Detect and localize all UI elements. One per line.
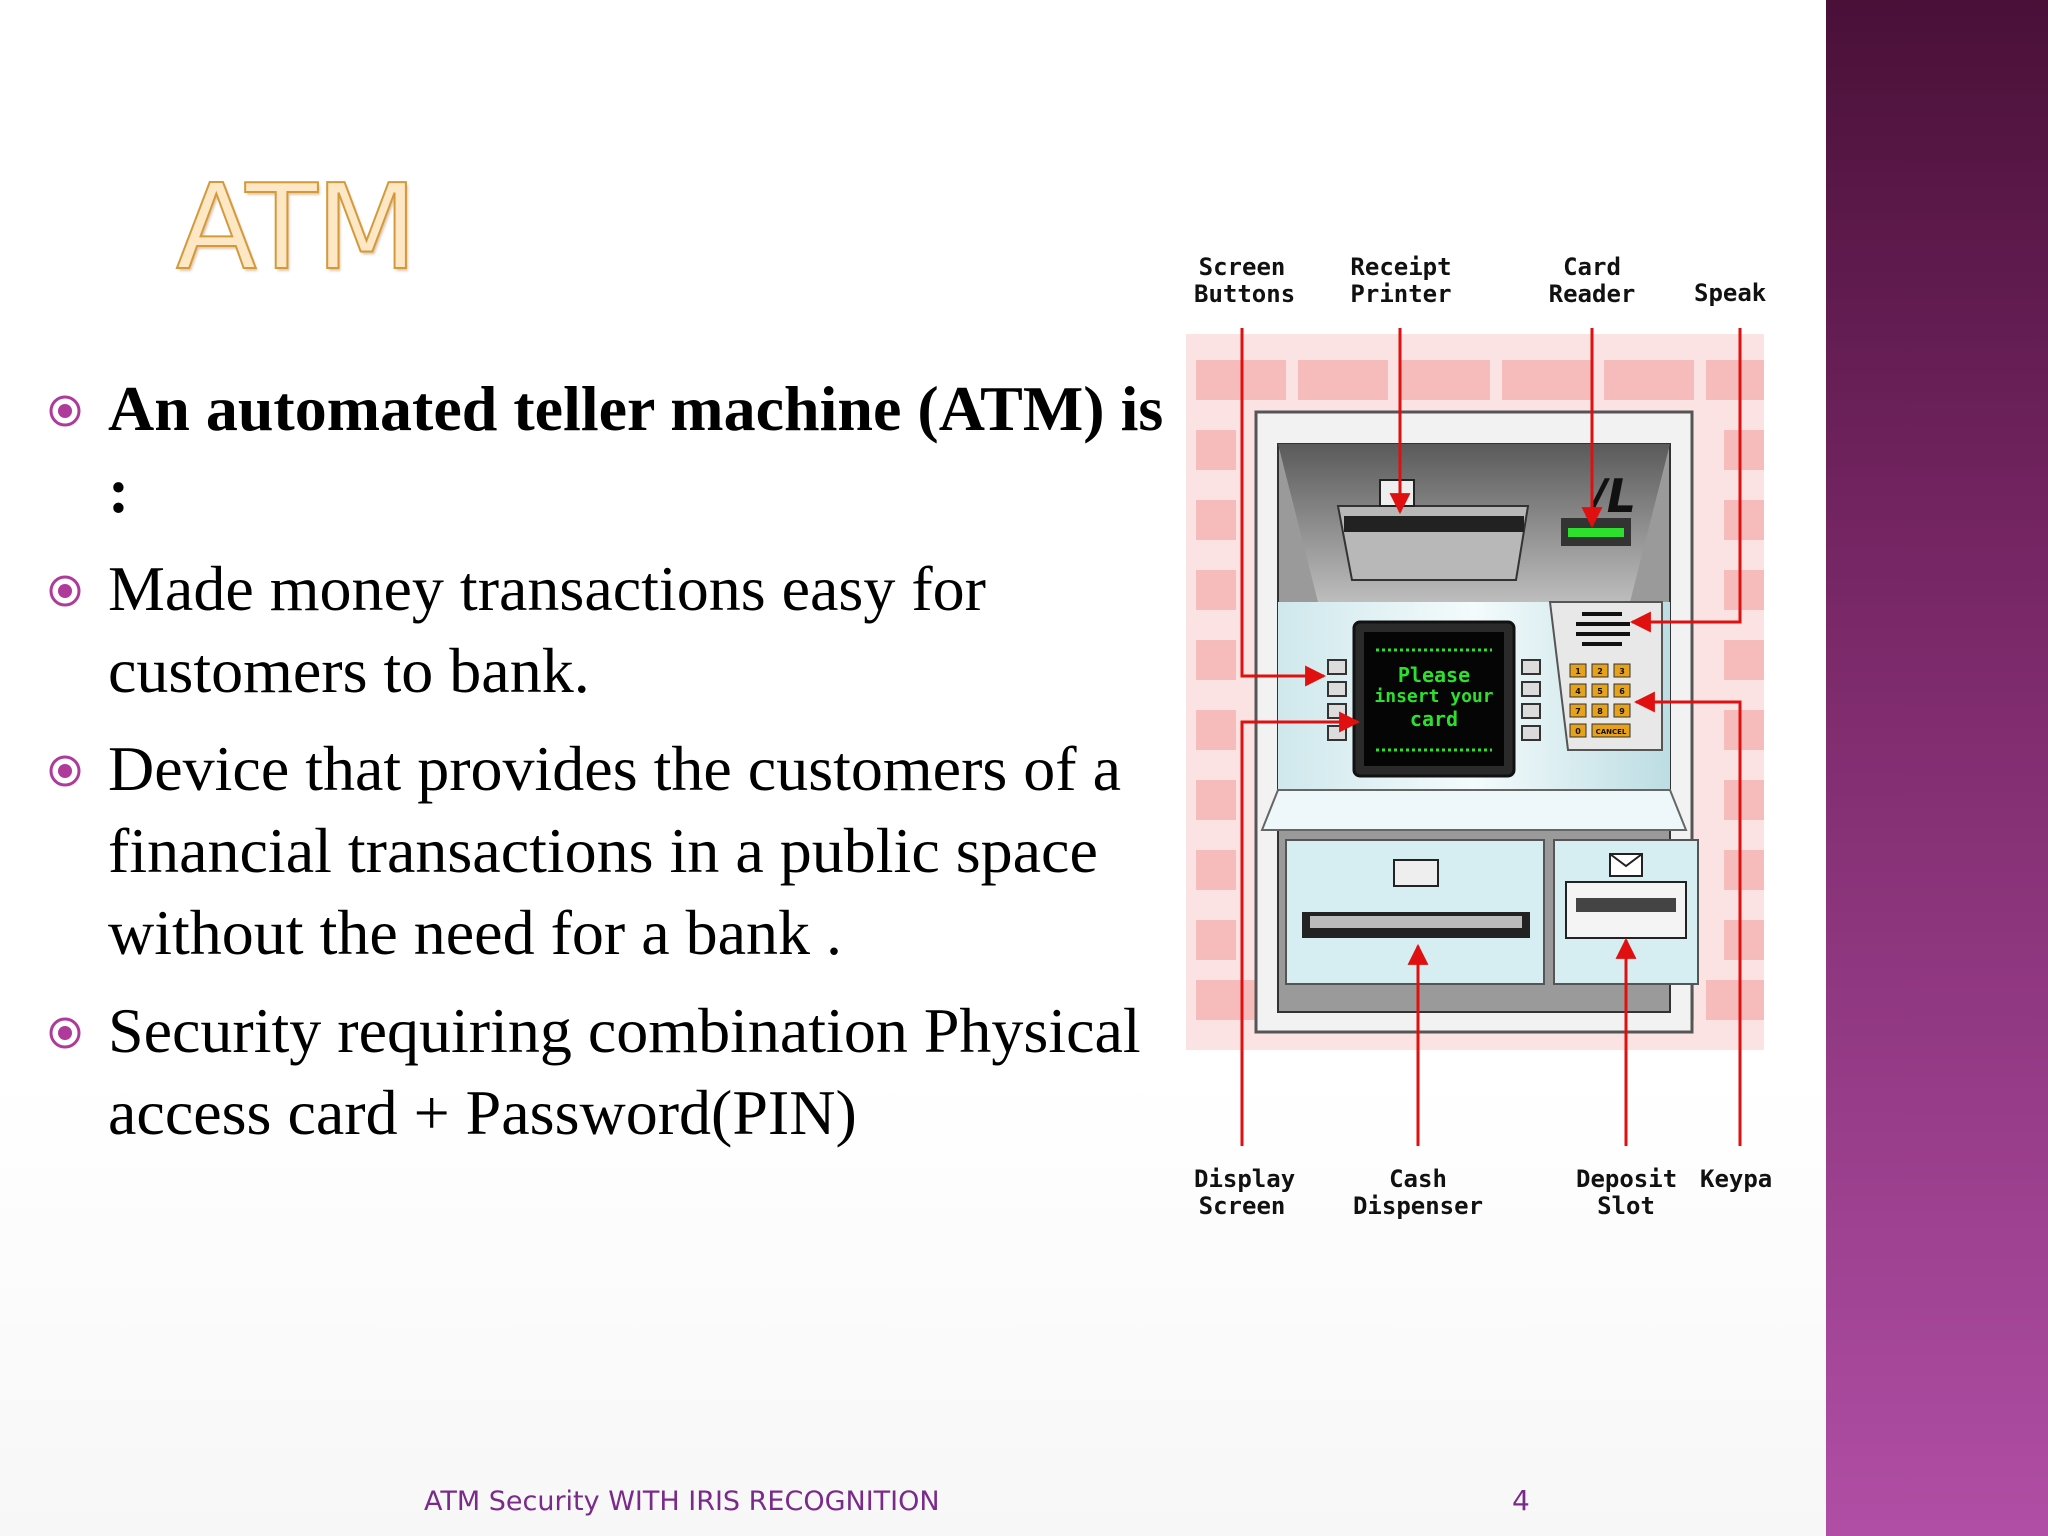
bullet-text: Made money transactions easy for custome…: [108, 553, 986, 706]
screen-buttons-right: [1521, 659, 1541, 741]
bullet-item: Device that provides the customers of a …: [40, 728, 1170, 974]
label-keypad: Keypa: [1700, 1165, 1773, 1193]
screen-message-line: card: [1409, 707, 1459, 731]
bullet-text: Security requiring combination Physical …: [108, 995, 1141, 1148]
keypad-key: 1: [1575, 667, 1581, 676]
callout-arrows: [1240, 328, 1742, 1146]
bullet-item: Made money transactions easy for custome…: [40, 548, 1170, 712]
atm-diagram: /L: [1186, 250, 1773, 1230]
bullet-text: Device that provides the customers of a …: [108, 733, 1121, 968]
slide-title: ATM: [175, 158, 418, 296]
screen-message-line: insert your: [1374, 686, 1494, 707]
bullet-item: An automated teller machine (ATM) is :: [40, 368, 1170, 532]
keypad-key: 7: [1575, 707, 1581, 716]
receipt-paper-icon: [1379, 479, 1415, 507]
atm-illustration: /L: [1186, 328, 1764, 1146]
deposit-slot: [1576, 898, 1676, 912]
keypad-key: 5: [1597, 687, 1603, 696]
label-speaker: Speak: [1694, 279, 1767, 307]
label-deposit-slot: Deposit Slot: [1576, 1165, 1678, 1220]
bullet-circle-icon: [49, 575, 81, 607]
bullet-circle-icon: [49, 755, 81, 787]
screen-message-line: Please: [1397, 663, 1471, 687]
keypad-key: 0: [1575, 727, 1581, 736]
bullet-circle-icon: [49, 1017, 81, 1049]
decorative-side-bar: [1826, 0, 2048, 1536]
speaker-grille: [1576, 612, 1630, 646]
cash-bills-icon: [1393, 859, 1439, 887]
screen-message: Please insert your card: [1364, 664, 1504, 730]
bullet-list: An automated teller machine (ATM) is : M…: [40, 368, 1170, 1170]
receipt-slot: [1344, 516, 1524, 532]
keypad-key: 3: [1619, 667, 1625, 676]
footer-title: ATM Security WITH IRIS RECOGNITION: [424, 1486, 940, 1517]
keypad-key: CANCEL: [1596, 728, 1627, 736]
keypad-key: 9: [1619, 707, 1625, 716]
keypad-key: 6: [1619, 687, 1625, 696]
keypad: [1569, 663, 1631, 738]
screen-buttons-left: [1327, 659, 1347, 741]
keypad-key: 2: [1597, 667, 1603, 676]
keypad-key: 8: [1597, 707, 1603, 716]
label-receipt-printer: Receipt Printer: [1350, 253, 1452, 308]
label-screen-buttons: Screen Buttons: [1194, 253, 1296, 308]
bullet-circle-icon: [49, 395, 81, 427]
bullet-text: An automated teller machine (ATM) is :: [108, 373, 1164, 526]
keypad-key: 4: [1575, 687, 1581, 696]
label-display-screen: Display Screen: [1194, 1165, 1296, 1220]
bullet-item: Security requiring combination Physical …: [40, 990, 1170, 1154]
label-card-reader: Card Reader: [1548, 253, 1636, 308]
page-number: 4: [1512, 1484, 1530, 1517]
label-cash-dispenser: Cash Dispenser: [1352, 1165, 1484, 1220]
